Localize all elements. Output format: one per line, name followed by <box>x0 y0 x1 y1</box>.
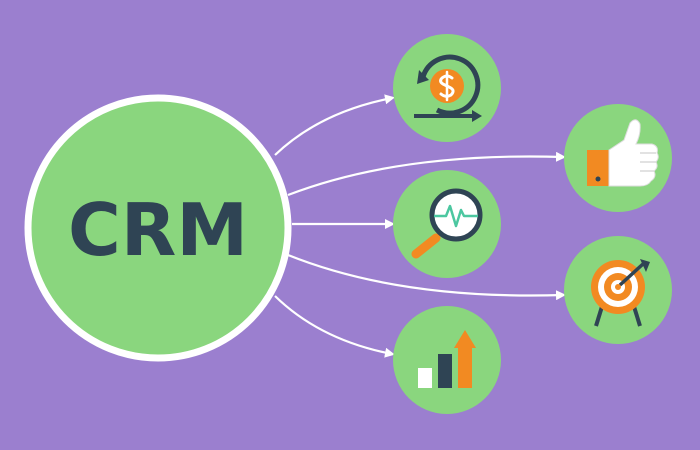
target-icon <box>591 259 650 327</box>
node-revenue-cycle <box>393 34 501 142</box>
node-analytics <box>393 170 501 278</box>
arrow-to-growth <box>274 295 395 358</box>
thumbs-up-icon <box>587 119 659 187</box>
arrow-to-revenue-cycle <box>274 94 395 156</box>
node-targeting <box>564 236 672 344</box>
bar-chart-growth-icon <box>418 330 476 388</box>
crm-center-label: CRM <box>68 188 248 272</box>
node-customer-satisfaction <box>564 104 672 212</box>
connector-arrows <box>274 94 566 358</box>
node-growth <box>393 306 501 414</box>
crm-center-node: CRM <box>24 94 292 362</box>
dollar-cycle-icon <box>414 54 482 122</box>
arrow-to-targeting <box>287 253 566 301</box>
arrow-to-customer-satisfaction <box>287 151 566 197</box>
magnifier-pulse-icon <box>411 188 483 259</box>
